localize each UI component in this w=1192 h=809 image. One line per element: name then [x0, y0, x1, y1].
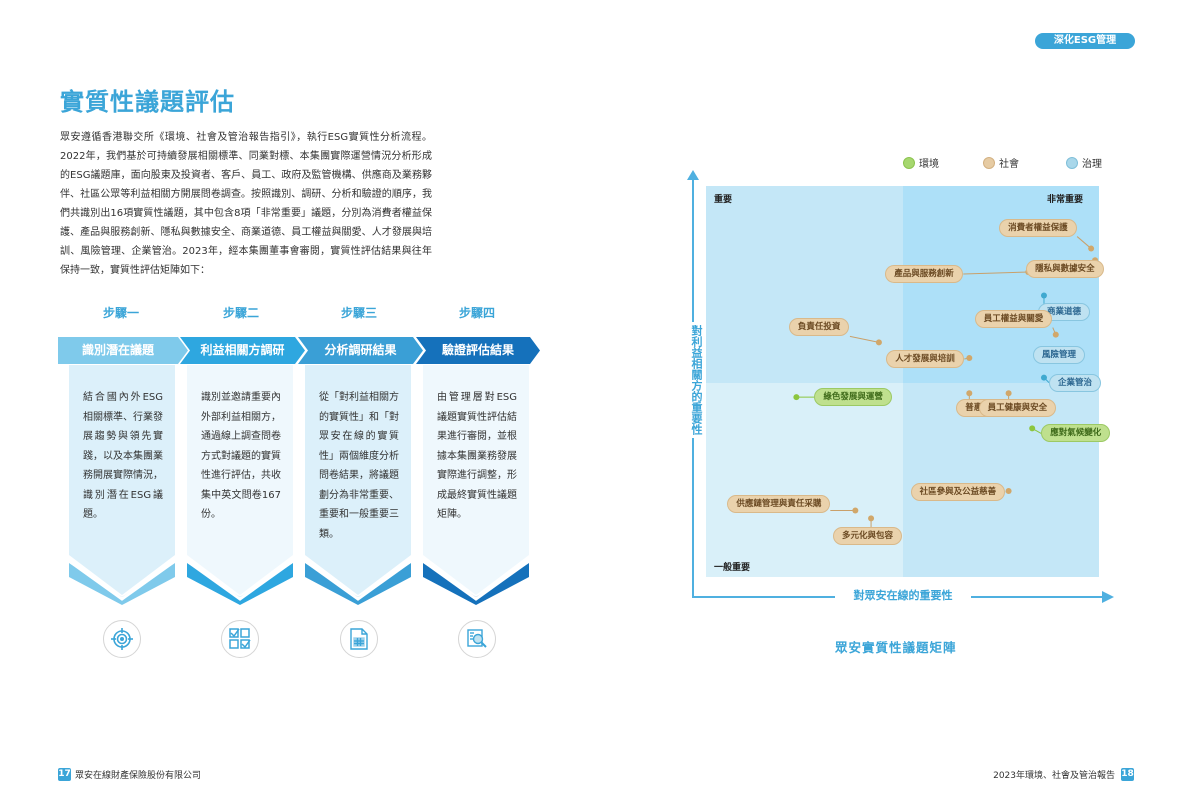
- legend-label: 環境: [919, 159, 939, 170]
- footer-right: 2023年環境、社會及管治報告 18: [993, 768, 1134, 781]
- issue-bubble: 產品與服務創新: [885, 265, 963, 284]
- legend-item-social: 社會: [983, 155, 1019, 170]
- legend-item-gov: 治理: [1066, 155, 1102, 170]
- matrix-plot-area: 重要 非常重要 一般重要 消費者權益保護產品與服務創新隱私與數據安全商業道德負責…: [706, 186, 1111, 577]
- x-axis-arrow-icon: [1102, 591, 1114, 603]
- step-3-description: 從「對利益相關方的實質性」和「對眾安在線的實質性」兩個維度分析問卷結果，將議題劃…: [319, 392, 399, 540]
- step-3-title-arrow: 分析調研結果: [298, 337, 423, 364]
- legend-item-env: 環境: [903, 155, 939, 170]
- issue-bubble: 多元化與包容: [833, 527, 903, 546]
- issue-bubble: 負責任投資: [788, 318, 850, 337]
- issue-point: [1040, 292, 1047, 299]
- issue-bubble: 社區參與及公益慈善: [910, 482, 1006, 501]
- target-icon: [103, 620, 141, 658]
- step-4-title-arrow: 驗證評估結果: [416, 337, 540, 364]
- issue-point: [793, 394, 800, 401]
- step-1-title: 識別潛在議題: [81, 343, 154, 357]
- issue-bubble: 風險管理: [1032, 346, 1085, 365]
- issue-bubble: 員工權益與關愛: [974, 309, 1053, 328]
- issue-connector: [849, 335, 880, 343]
- issue-point: [868, 515, 875, 522]
- page-number-right: 18: [1121, 768, 1134, 781]
- corner-label-important: 重要: [714, 195, 733, 205]
- issue-bubble: 員工健康與安全: [978, 399, 1057, 418]
- y-axis-label: 對利益相關方的重要性: [684, 322, 703, 438]
- step-3-card: 從「對利益相關方的實質性」和「對眾安在線的實質性」兩個維度分析問卷結果，將議題劃…: [305, 365, 411, 605]
- legend-label: 社會: [999, 159, 1019, 170]
- issue-point: [966, 390, 973, 397]
- step-1-label: 步驟一: [102, 306, 139, 320]
- issue-bubble: 企業管治: [1048, 373, 1101, 392]
- issue-connector: [1076, 236, 1092, 249]
- corner-label-general: 一般重要: [714, 563, 751, 573]
- issue-point: [1040, 374, 1047, 381]
- matrix-title: 眾安實質性議題矩陣: [835, 640, 957, 655]
- issue-point: [966, 355, 973, 362]
- step-1-description: 結合國內外ESG相關標準、行業發展趨勢與領先實踐，以及本集團業務開展實際情況，識…: [83, 392, 163, 520]
- gov-dot-icon: [1066, 156, 1078, 169]
- step-2-card: 識別並邀請重要內外部利益相關方，通過線上調查問卷方式對議題的實質性進行評估，共收…: [187, 365, 293, 605]
- issue-point: [1029, 425, 1036, 432]
- issue-point: [1005, 390, 1012, 397]
- issue-bubble: 隱私與數據安全: [1026, 260, 1104, 279]
- step-2-title-arrow: 利益相關方調研: [180, 337, 305, 364]
- issue-bubble: 應對氣候變化: [1041, 424, 1111, 443]
- env-dot-icon: [903, 156, 915, 169]
- step-4-label: 步驟四: [458, 306, 495, 320]
- calculator-document-icon: [340, 620, 378, 658]
- magnifier-document-icon: [458, 620, 496, 658]
- issue-bubble: 綠色發展與運營: [814, 388, 892, 407]
- issue-connectors: [793, 236, 1099, 537]
- step-1-title-arrow: 識別潛在議題: [58, 337, 188, 364]
- step-1-card: 結合國內外ESG相關標準、行業發展趨勢與領先實踐，以及本集團業務開展實際情況，識…: [69, 365, 175, 605]
- social-dot-icon: [983, 156, 995, 169]
- issue-point: [1052, 331, 1059, 338]
- company-name: 眾安在線財產保險股份有限公司: [75, 771, 202, 781]
- step-4-card: 由管理層對ESG議題實質性評估結果進行審閱，並根據本集團業務發展實際進行調整，形…: [423, 365, 529, 605]
- intro-paragraph: 眾安遵循香港聯交所《環境、社會及管治報告指引》，執行ESG實質性分析流程。202…: [60, 132, 432, 276]
- page-number-left: 17: [58, 768, 71, 781]
- x-axis-label: 對眾安在線的重要性: [835, 587, 971, 605]
- report-title: 2023年環境、社會及管治報告: [993, 771, 1115, 781]
- footer-left: 17 眾安在線財產保險股份有限公司: [58, 768, 201, 781]
- issue-bubble: 消費者權益保護: [999, 218, 1077, 237]
- issue-point: [1005, 487, 1012, 494]
- checklist-icon: [221, 620, 259, 658]
- step-2-title: 利益相關方調研: [200, 343, 285, 357]
- step-4-title: 驗證評估結果: [441, 343, 514, 357]
- step-2-label: 步驟二: [222, 306, 259, 320]
- issue-connector: [963, 271, 1029, 275]
- step-3-title: 分析調研結果: [324, 343, 397, 357]
- issue-point: [1088, 245, 1095, 252]
- quadrant-important: [706, 186, 903, 383]
- issue-point: [852, 507, 859, 514]
- issue-bubble: 供應鏈管理與責任采購: [727, 494, 831, 513]
- y-axis-arrow-icon: [687, 170, 699, 180]
- issue-bubble: 人才發展與培訓: [886, 350, 964, 369]
- corner-label-very-important: 非常重要: [1046, 195, 1083, 205]
- step-4-description: 由管理層對ESG議題實質性評估結果進行審閱，並根據本集團業務發展實際進行調整，形…: [437, 392, 517, 520]
- section-badge: 深化ESG管理: [1035, 33, 1135, 49]
- step-3-label: 步驟三: [340, 306, 377, 320]
- step-2-description: 識別並邀請重要內外部利益相關方，通過線上調查問卷方式對議題的實質性進行評估，共收…: [201, 392, 281, 520]
- page-title: 實質性議題評估: [60, 88, 235, 116]
- issue-point: [875, 339, 882, 346]
- legend-label: 治理: [1082, 159, 1102, 170]
